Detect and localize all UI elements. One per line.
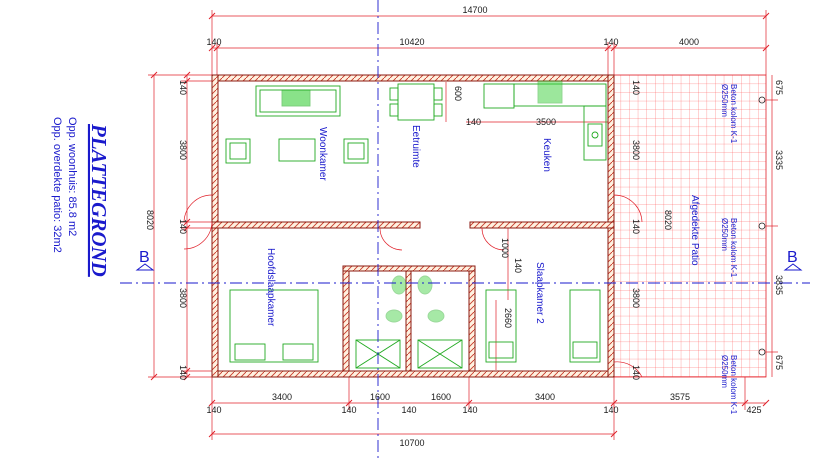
dim-mid-8020: 8020 <box>663 210 673 230</box>
dim-left-140a: 140 <box>178 80 188 95</box>
title-block: PLATTEGROND Opp. woonhuis: 85.8 m2 Opp. … <box>51 117 111 277</box>
dim-bot-140a: 140 <box>206 405 221 415</box>
area-patio: Opp. overdekte patio: 32m2 <box>51 117 63 253</box>
dim-right-3835: 3835 <box>774 275 784 295</box>
axis-lines <box>120 0 810 460</box>
dim-mid-140a: 140 <box>631 80 641 95</box>
column-label-3a: Beton kolom K-1 <box>729 355 738 415</box>
dim-mid-3800a: 3800 <box>631 140 641 160</box>
dim-mid-140c: 140 <box>631 365 641 380</box>
dim-bot-1600b: 1600 <box>431 392 451 402</box>
dim-right-675b: 675 <box>774 355 784 370</box>
dim-140-inner: 140 <box>466 117 481 127</box>
room-labels: Woonkamer Eetruimte Keuken Hoofdslaapkam… <box>265 125 700 327</box>
dim-bot-total: 10700 <box>399 438 424 448</box>
dim-left-3800b: 3800 <box>178 288 188 308</box>
column-label-2a: Beton kolom K-1 <box>729 218 738 278</box>
dim-top-4000: 4000 <box>679 37 699 47</box>
dim-right-3335: 3335 <box>774 150 784 170</box>
column-label-3b: Ø250mm <box>720 355 729 388</box>
dim-bot-3575: 3575 <box>670 392 690 402</box>
furniture <box>183 80 643 378</box>
dim-left-total: 8020 <box>145 210 155 230</box>
column-label-1b: Ø250mm <box>720 84 729 117</box>
dim-600: 600 <box>453 86 463 101</box>
section-label-right: B <box>787 249 798 266</box>
dim-bot-140c: 140 <box>401 405 416 415</box>
patio-floor <box>611 74 767 378</box>
dim-top-total: 14700 <box>462 5 487 15</box>
dim-140-v: 140 <box>513 258 523 273</box>
dim-bot-425: 425 <box>746 405 761 415</box>
dim-mid-140b: 140 <box>631 219 641 234</box>
dim-1000: 1000 <box>500 238 510 258</box>
dim-right-675a: 675 <box>774 80 784 95</box>
room-label-patio: Afgedekte Patio <box>689 195 700 266</box>
dim-2660: 2660 <box>503 308 513 328</box>
dim-bot-3400a: 3400 <box>272 392 292 402</box>
column-markers <box>758 96 766 356</box>
plan-title: PLATTEGROND <box>87 123 111 277</box>
column-label-1a: Beton kolom K-1 <box>729 84 738 144</box>
exterior-walls <box>211 74 615 378</box>
dim-top-10420: 10420 <box>399 37 424 47</box>
dimension-labels: 14700 140 10420 140 4000 600 140 3500 10… <box>145 5 784 448</box>
dim-bot-1600a: 1600 <box>370 392 390 402</box>
section-labels: B B <box>139 249 798 266</box>
dim-left-3800a: 3800 <box>178 140 188 160</box>
dim-mid-3800b: 3800 <box>631 288 641 308</box>
room-label-keuken: Keuken <box>541 138 552 172</box>
dim-left-140b: 140 <box>178 219 188 234</box>
room-label-hoofdslaapkamer: Hoofdslaapkamer <box>265 248 276 327</box>
column-label-2b: Ø250mm <box>720 218 729 251</box>
section-markers <box>135 263 803 271</box>
dim-bot-140d: 140 <box>462 405 477 415</box>
column-labels: Beton kolom K-1 Ø250mm Beton kolom K-1 Ø… <box>720 84 738 415</box>
room-label-eetruimte: Eetruimte <box>410 125 421 168</box>
dim-bot-140b: 140 <box>341 405 356 415</box>
dim-3500: 3500 <box>536 117 556 127</box>
area-woonhuis: Opp. woonhuis: 85.8 m2 <box>66 117 78 236</box>
dim-bot-140e: 140 <box>603 405 618 415</box>
dim-top-140b: 140 <box>603 37 618 47</box>
dim-left-140c: 140 <box>178 365 188 380</box>
room-label-woonkamer: Woonkamer <box>317 127 328 181</box>
room-label-slaapkamer-2: Slaapkamer 2 <box>534 262 545 324</box>
section-label-left: B <box>139 249 150 266</box>
dim-top-140a: 140 <box>206 37 221 47</box>
dim-bot-3400b: 3400 <box>535 392 555 402</box>
